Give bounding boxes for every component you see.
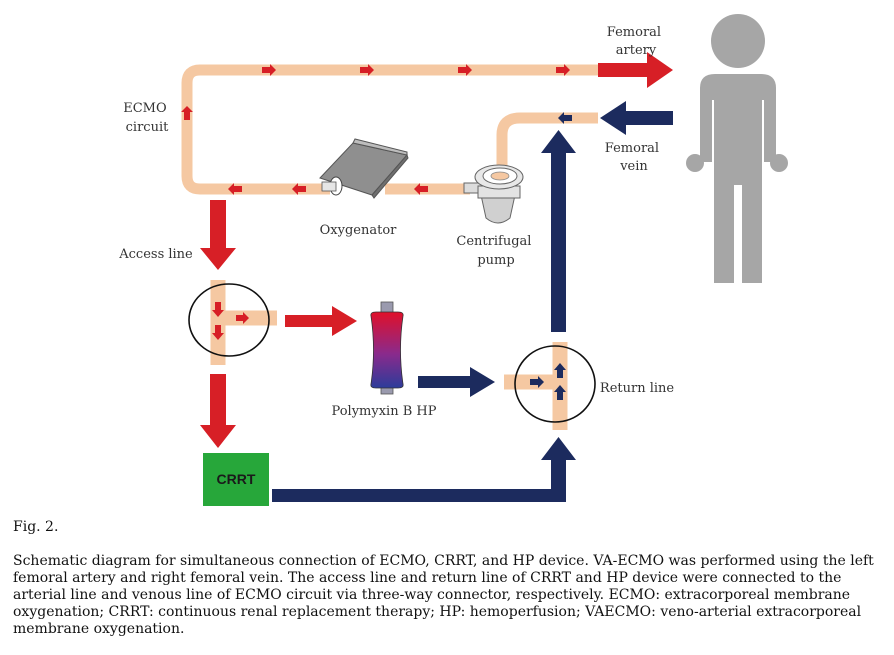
- ecmo-circuit-tube: [181, 64, 598, 195]
- return-connector-arrows: [530, 363, 566, 400]
- return-connector-tube: [504, 342, 568, 430]
- return-line-label: Return line: [600, 381, 674, 396]
- centrifugal-pump-label: Centrifugal pump: [456, 234, 535, 268]
- crrt-label: CRRT: [217, 471, 256, 487]
- crrt-box: [203, 453, 269, 506]
- ecmo-circuit-label: ECMO circuit: [123, 101, 171, 135]
- to-polymyxin-arrow: [285, 306, 357, 336]
- femoral-artery-arrow: [598, 52, 673, 88]
- femoral-vein-arrow: [600, 101, 673, 135]
- figure-caption: Schematic diagram for simultaneous conne…: [13, 553, 874, 637]
- femoral-artery-label: Femoral artery: [607, 25, 665, 58]
- return-to-ecmo-arrow: [541, 130, 576, 332]
- ecmo-flow-arrows: [181, 64, 570, 195]
- polymyxin-hp-cartridge: [370, 301, 404, 395]
- oxygenator-device: [319, 138, 409, 199]
- access-line-label: Access line: [118, 247, 193, 262]
- patient-figure: [686, 14, 788, 283]
- figure-label: Fig. 2.: [13, 519, 59, 535]
- crrt-to-return-arrow: [272, 437, 576, 502]
- femoral-vein-label: Femoral vein: [605, 141, 663, 174]
- centrifugal-pump-device: [463, 164, 524, 224]
- return-tube-flow-arrow: [558, 112, 572, 124]
- ecmo-crrt-hp-diagram: CRRT Femoral artery ECMO circuit Femoral…: [118, 14, 788, 506]
- to-crrt-arrow: [200, 374, 236, 448]
- access-line-arrow: [200, 200, 236, 270]
- polymyxin-to-return-arrow: [418, 367, 495, 397]
- access-connector-arrows: [212, 302, 249, 340]
- venous-return-tube: [496, 112, 598, 175]
- access-connector-circle: [188, 283, 270, 357]
- oxygenator-label: Oxygenator: [320, 223, 398, 238]
- return-connector-circle: [514, 345, 596, 423]
- polymyxin-label: Polymyxin B HP: [332, 404, 437, 419]
